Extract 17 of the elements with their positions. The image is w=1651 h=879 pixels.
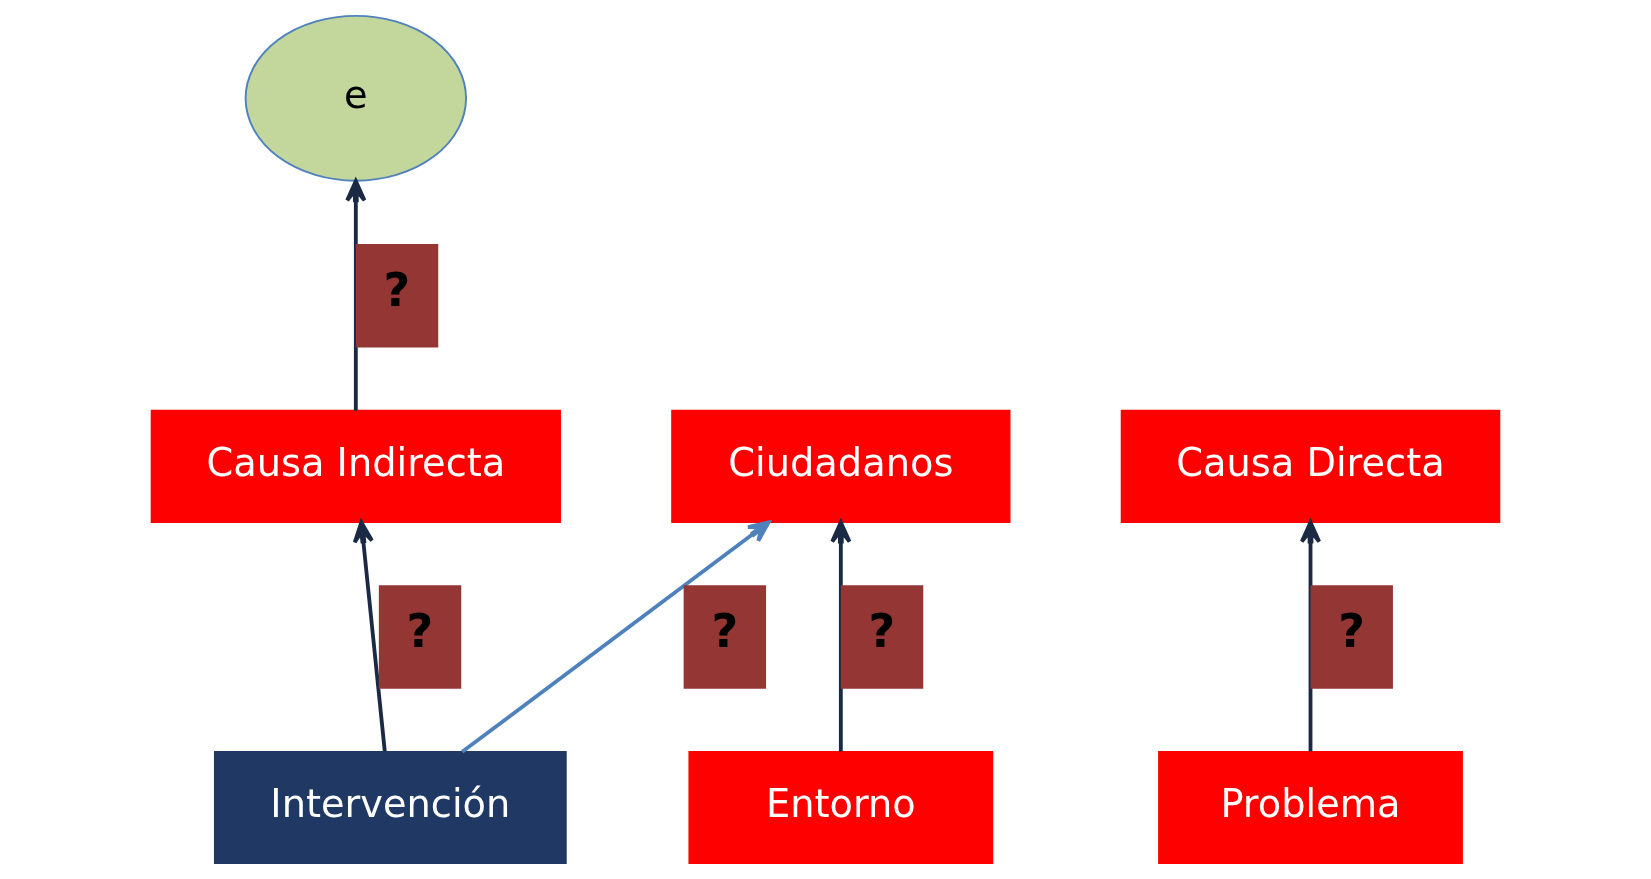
edge-label: ? xyxy=(1338,603,1365,658)
edge-label: ? xyxy=(406,603,434,658)
arrow xyxy=(1299,520,1322,752)
edge-label: ? xyxy=(711,603,739,658)
node-box: Intervención xyxy=(213,751,567,865)
node-box: Problema xyxy=(1158,751,1463,865)
node-box: Entorno xyxy=(688,751,994,865)
arrow xyxy=(345,179,367,411)
node-box: Causa Indirecta xyxy=(150,409,561,523)
arrow xyxy=(352,520,387,752)
node-ellipse: e xyxy=(244,14,467,182)
edge-label: ? xyxy=(383,262,411,317)
edge-label: ? xyxy=(868,603,896,658)
node-box: Ciudadanos xyxy=(671,409,1011,523)
arrow xyxy=(461,520,771,754)
arrow xyxy=(830,520,852,752)
node-box: Causa Directa xyxy=(1120,409,1501,523)
